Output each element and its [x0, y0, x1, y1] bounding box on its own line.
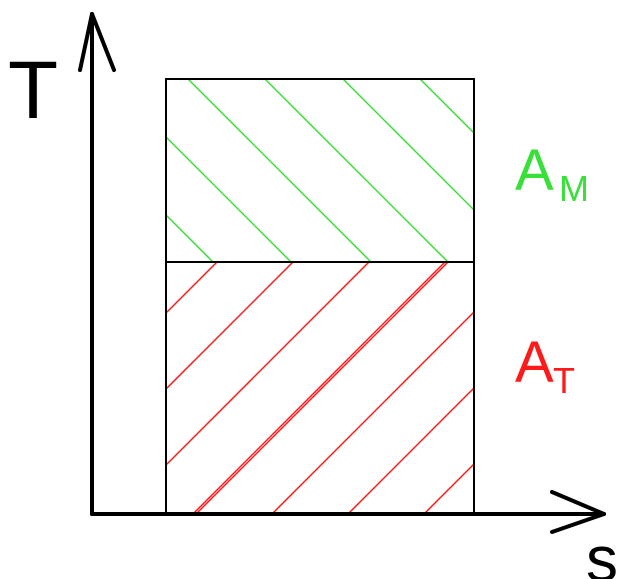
y-axis-arrowhead [78, 12, 116, 72]
y-axis-label: T [8, 45, 58, 136]
label-area-m-subscript: M [559, 168, 589, 209]
label-area-t-letter: A [515, 330, 554, 395]
area-rectangle [165, 78, 475, 515]
x-axis-arrowhead [550, 490, 606, 534]
x-axis-label: s [586, 523, 618, 579]
hatch-area-m [166, 79, 474, 262]
hatch-area-t [166, 262, 474, 514]
label-area-m: A M [515, 138, 589, 209]
label-area-t-subscript: T [553, 360, 575, 401]
label-area-m-letter: A [515, 138, 554, 203]
label-area-t: A T [515, 330, 575, 401]
